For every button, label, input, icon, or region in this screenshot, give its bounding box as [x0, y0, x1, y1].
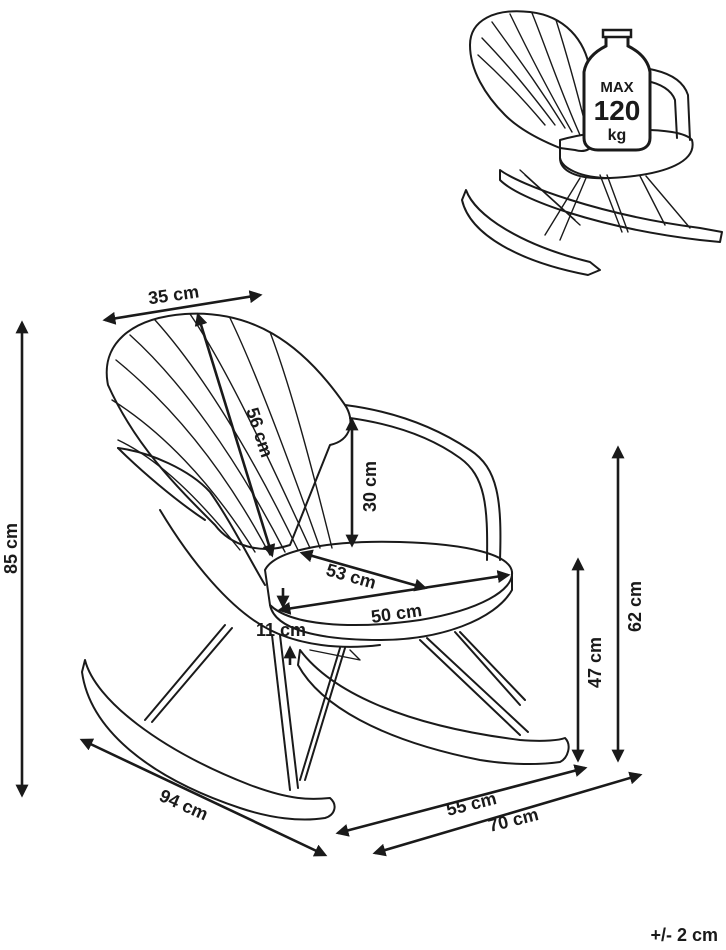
max-weight-badge: MAX 120 kg — [582, 28, 652, 152]
dim-line-backrest-height — [194, 312, 276, 558]
label-total-height: 85 cm — [1, 523, 21, 574]
badge-line-max: MAX — [600, 79, 633, 96]
dim-line-rocker-length — [79, 738, 328, 857]
badge-line-value: 120 — [594, 95, 641, 126]
label-seat-height: 47 cm — [585, 637, 605, 688]
tolerance-note: +/- 2 cm — [650, 925, 718, 945]
dim-line-seat-width — [277, 570, 511, 615]
small-chair-illustration — [461, 10, 723, 276]
dim-line-backrest-width — [102, 290, 263, 325]
badge-line-unit: kg — [608, 127, 627, 144]
label-width: 70 cm — [486, 804, 540, 836]
dim-line-width — [372, 771, 643, 857]
label-seat-width: 50 cm — [370, 600, 423, 627]
label-arm-height: 62 cm — [625, 581, 645, 632]
main-chair-illustration — [81, 312, 570, 821]
label-seat-thickness: 11 cm — [256, 620, 306, 640]
label-armrest-height: 30 cm — [360, 461, 380, 512]
dimension-lines — [15, 290, 643, 857]
label-backrest-width: 35 cm — [147, 281, 200, 308]
label-seat-depth: 53 cm — [324, 560, 379, 593]
label-rocker-length: 94 cm — [156, 785, 211, 824]
